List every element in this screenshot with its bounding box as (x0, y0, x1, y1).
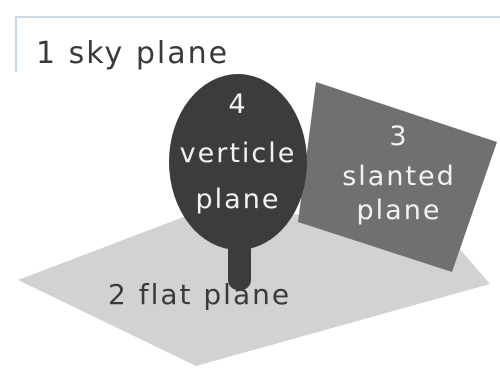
slanted-plane-shape (298, 82, 497, 272)
vertical-plane-word2: plane (196, 184, 281, 215)
vertical-plane-disc (169, 74, 307, 250)
slanted-plane-word1: slanted (342, 161, 456, 192)
flat-plane-shape (18, 212, 490, 366)
vertical-plane-number: 4 (228, 89, 247, 120)
sky-plane-label: 1 sky plane (36, 36, 229, 71)
flat-plane-label: 2 flat plane (108, 278, 291, 311)
slanted-plane-word2: plane (357, 195, 442, 226)
slanted-plane-number: 3 (389, 121, 408, 152)
vertical-plane-shape (169, 74, 307, 290)
sky-plane-border (15, 16, 500, 72)
sky-plane (15, 16, 500, 72)
vertical-plane-word1: verticle (180, 138, 297, 169)
